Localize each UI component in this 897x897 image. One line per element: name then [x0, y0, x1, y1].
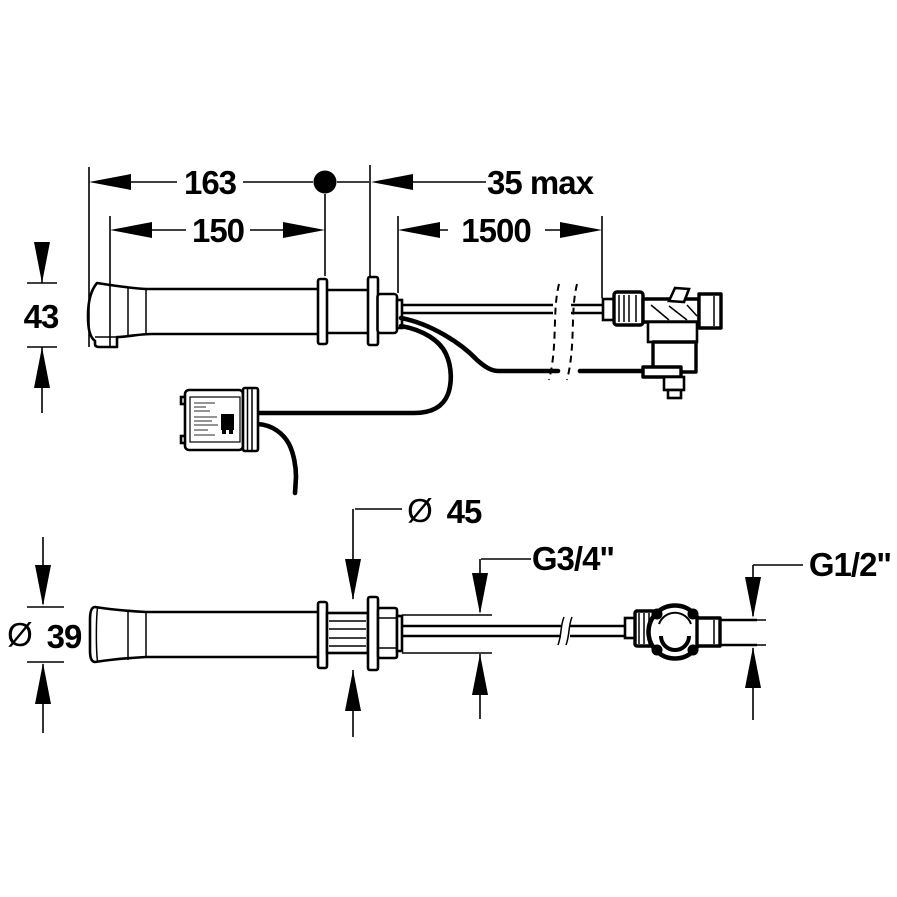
arrow-down-icon [472, 573, 488, 614]
threaded-sleeve [325, 611, 370, 655]
spout-nose-outline [88, 605, 147, 664]
sensor-cable [398, 315, 561, 374]
arrow-right-icon [283, 222, 325, 238]
dim-spout-height-label: 43 [24, 298, 59, 335]
thread-lines [329, 620, 366, 647]
dim-projection-label: 150 [192, 212, 244, 249]
valve-ear-icon [687, 644, 699, 656]
spout-body-edges [146, 610, 318, 659]
diameter-symbol: Ø [407, 492, 433, 529]
mounting-bracket [641, 365, 683, 379]
arrow-left-icon [398, 222, 440, 238]
dimension-43: 43 [24, 242, 60, 413]
valve-ear-icon [651, 644, 663, 656]
power-cable [255, 421, 299, 496]
arrow-left-icon [89, 174, 131, 190]
tailpiece-tube [402, 614, 492, 654]
locknut-flats [379, 617, 396, 649]
locknut [376, 292, 399, 335]
control-cable [255, 323, 454, 416]
wall-mounting-plan [316, 595, 492, 672]
wall-sleeve [327, 288, 368, 335]
plug-tip [666, 388, 683, 400]
arrow-down-icon [35, 565, 51, 606]
dimension-1500: 1500 [398, 212, 602, 249]
solenoid-valve-assembly [601, 286, 723, 400]
dimension-150: 150 [110, 212, 325, 249]
mounting-plate [366, 595, 380, 672]
tip-inner-line [95, 607, 99, 662]
valve-tab [667, 286, 691, 304]
thread-body-label: G3/4" [532, 540, 614, 577]
dim-wall-thickness-label: 35 max [487, 164, 595, 201]
valve-seat-arc [659, 635, 691, 652]
arrow-down-icon [345, 559, 361, 600]
ce-mark-icon [229, 430, 233, 434]
valve-ear-icon [651, 608, 663, 620]
end-cap-lines [246, 389, 253, 450]
arrow-down-icon [745, 577, 761, 618]
diameter-symbol: Ø [7, 616, 33, 653]
valve-dome-arc [658, 611, 692, 625]
dimension-dia-39: Ø 39 [7, 537, 83, 733]
dimension-g34: G3/4" [472, 540, 615, 719]
arrow-left-icon [110, 222, 152, 238]
supply-pipe-plan [402, 624, 625, 638]
break-symbol [557, 616, 573, 646]
valve-plan-view [623, 603, 766, 661]
control-box [179, 386, 260, 453]
dimension-g12: G1/2" [745, 546, 892, 720]
supply-pipe-side [402, 303, 603, 315]
nut-knurl-lines [618, 295, 637, 322]
dim-overall-length-label: 163 [184, 164, 237, 201]
valve-body [641, 297, 701, 324]
spout-plan-view [88, 605, 318, 664]
supply-nipple [720, 618, 757, 647]
spout-outline [86, 281, 318, 349]
thread-supply-label: G1/2" [809, 546, 891, 583]
outlet-connector [695, 616, 722, 648]
arrow-left-icon [371, 174, 413, 190]
box-end-cap [241, 386, 260, 453]
outlet-connector [697, 292, 723, 330]
spout-side-view [86, 281, 318, 349]
wall-flange [316, 277, 329, 346]
valve-ear-icon [687, 608, 699, 620]
spout-ring-lines [127, 287, 147, 335]
locknut [376, 606, 399, 660]
valve-flange [646, 320, 699, 344]
plug-connector [662, 375, 686, 392]
wall-mounting-side [316, 275, 404, 347]
plan-view: Ø 39 Ø 45 G3/4" G1/2" [7, 492, 892, 737]
reference-dot-icon [313, 170, 337, 194]
dimension-dia-45: Ø 45 [345, 492, 483, 737]
dimension-163: 163 [89, 164, 369, 201]
label-text-lines [194, 402, 218, 436]
side-view: 163 35 max 150 1500 43 [24, 164, 723, 496]
arrow-up-icon [472, 654, 488, 695]
arrow-up-icon [35, 663, 51, 704]
arrow-up-icon [34, 347, 50, 388]
spout-ring-lines [127, 610, 147, 660]
dimension-35-max: 35 max [371, 164, 596, 201]
shank-collar [395, 614, 404, 653]
extension-stubs [757, 619, 766, 646]
strainer-lines [650, 304, 698, 321]
ce-mark-icon [221, 414, 234, 430]
arrow-right-icon [560, 222, 602, 238]
arrow-up-icon [745, 647, 761, 688]
dim-flange-diameter-label: 45 [447, 493, 482, 530]
dim-spout-diameter-label: 39 [47, 618, 82, 655]
arrow-up-icon [345, 670, 361, 711]
arrow-down-icon [34, 242, 50, 283]
wall-flange [316, 600, 329, 670]
break-symbol [548, 283, 578, 381]
dim-hose-length-label: 1500 [461, 212, 530, 249]
ce-mark-icon [222, 430, 226, 434]
